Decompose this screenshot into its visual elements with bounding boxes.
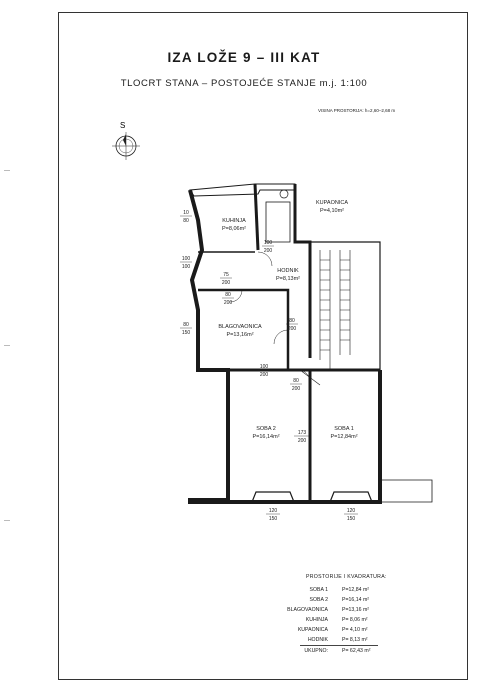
- drawing-title: IZA LOŽE 9 – III KAT: [167, 50, 321, 65]
- svg-text:120: 120: [347, 508, 356, 514]
- legend-room: KUPAONICA: [297, 627, 328, 633]
- legend-total-row: UKUPNO: P= 62,43 m²: [280, 648, 390, 658]
- room-name-kuhinja: KUHINJA: [222, 218, 246, 224]
- compass-needle: [123, 134, 126, 146]
- svg-text:100: 100: [260, 364, 269, 370]
- svg-text:200: 200: [298, 438, 307, 444]
- legend-title: PROSTORIJE I KVADRATURA:: [306, 574, 387, 580]
- svg-text:80: 80: [183, 322, 189, 328]
- svg-text:75: 75: [223, 272, 229, 278]
- door-swing: [273, 329, 289, 345]
- svg-text:100: 100: [264, 240, 273, 246]
- room-area-kupaonica: P=4,10m²: [320, 208, 344, 214]
- svg-text:80: 80: [293, 378, 299, 384]
- south-window-bay: [251, 491, 295, 503]
- svg-text:150: 150: [182, 330, 191, 336]
- compass-letter: S: [120, 121, 125, 130]
- punch-mark: [4, 520, 10, 521]
- svg-text:200: 200: [288, 326, 297, 332]
- legend-room: HODNIK: [307, 637, 328, 643]
- legend-area: P= 8,06 m²: [342, 617, 368, 623]
- svg-text:150: 150: [347, 516, 356, 522]
- svg-text:10: 10: [183, 210, 189, 216]
- legend-area: P=12,84 m²: [342, 587, 369, 593]
- staircase: [299, 250, 351, 386]
- legend-row: SOBA 2 P=16,14 m²: [280, 597, 390, 607]
- door-swing: [229, 289, 243, 303]
- legend-area: P= 4,10 m²: [342, 627, 368, 633]
- svg-text:200: 200: [264, 248, 273, 254]
- legend-row: HODNIK P= 8,13 m²: [280, 637, 390, 647]
- legend-area: P= 8,13 m²: [342, 637, 368, 643]
- room-name-blagovaonica: BLAGOVAONICA: [218, 324, 262, 330]
- room-area-soba2: P=16,14m²: [252, 434, 279, 440]
- legend-area: P=13,16 m²: [342, 607, 369, 613]
- legend-total-label: UKUPNO:: [304, 648, 328, 654]
- hall-east-wall: [293, 184, 312, 358]
- kitchen-bath-wall: [253, 183, 260, 251]
- svg-text:173: 173: [298, 430, 307, 436]
- legend-row: SOBA 1 P=12,84 m²: [280, 587, 390, 597]
- svg-text:200: 200: [260, 372, 269, 378]
- neighbor-wall: [380, 479, 433, 503]
- south-window-bay: [329, 491, 373, 503]
- room-area-soba1: P=12,84m²: [330, 434, 357, 440]
- svg-text:120: 120: [269, 508, 278, 514]
- west-outer-wall: [188, 189, 230, 502]
- bathtub: [265, 201, 291, 243]
- legend-room: SOBA 1: [309, 587, 328, 593]
- room-name-soba1: SOBA 1: [334, 426, 354, 432]
- room-area-hodnik: P=8,13m²: [276, 276, 300, 282]
- room-name-hodnik: HODNIK: [277, 268, 299, 274]
- legend-area: P=16,14 m²: [342, 597, 369, 603]
- svg-text:80: 80: [183, 218, 189, 224]
- dining-hall-wall: [198, 288, 290, 370]
- legend-total-area: P= 62,43 m²: [342, 648, 371, 654]
- legend-row: KUPAONICA P= 4,10 m²: [280, 627, 390, 637]
- svg-text:200: 200: [224, 300, 233, 306]
- drawing-sheet-border: [58, 12, 468, 680]
- legend-divider: [300, 645, 378, 646]
- svg-text:80: 80: [289, 318, 295, 324]
- svg-text:150: 150: [269, 516, 278, 522]
- washbasin: [279, 189, 289, 199]
- legend-row: BLAGOVAONICA P=13,16 m²: [280, 607, 390, 617]
- svg-text:200: 200: [222, 280, 231, 286]
- legend-room: KUHINJA: [305, 617, 328, 623]
- door-swing: [257, 251, 273, 267]
- drawing-subtitle: TLOCRT STANA – POSTOJEĆE STANJE m.j. 1:1…: [120, 78, 368, 89]
- floor-plan: KUPAONICA P=4,10m² KUHINJA P=8,06m² HODN…: [180, 183, 433, 522]
- punch-mark: [4, 170, 10, 171]
- legend-room: SOBA 2: [309, 597, 328, 603]
- svg-text:200: 200: [292, 386, 301, 392]
- legend-room: BLAGOVAONICA: [287, 607, 328, 613]
- room-name-kupaonica: KUPAONICA: [316, 200, 348, 206]
- door-swing: [297, 369, 311, 383]
- room-height-note: VISINA PROSTORIJA: h=2,60–2,68 m: [318, 108, 396, 113]
- stair-enclosure: [310, 241, 381, 370]
- room-area-blagovaonica: P=13,16m²: [226, 332, 253, 338]
- room-name-soba2: SOBA 2: [256, 426, 276, 432]
- punch-mark: [4, 345, 10, 346]
- svg-text:100: 100: [182, 264, 191, 270]
- legend-row: KUHINJA P= 8,06 m²: [280, 617, 390, 627]
- room-area-kuhinja: P=8,06m²: [222, 226, 246, 232]
- svg-text:80: 80: [225, 292, 231, 298]
- compass-icon: S: [112, 121, 140, 160]
- north-wall: [189, 183, 296, 197]
- svg-text:100: 100: [182, 256, 191, 262]
